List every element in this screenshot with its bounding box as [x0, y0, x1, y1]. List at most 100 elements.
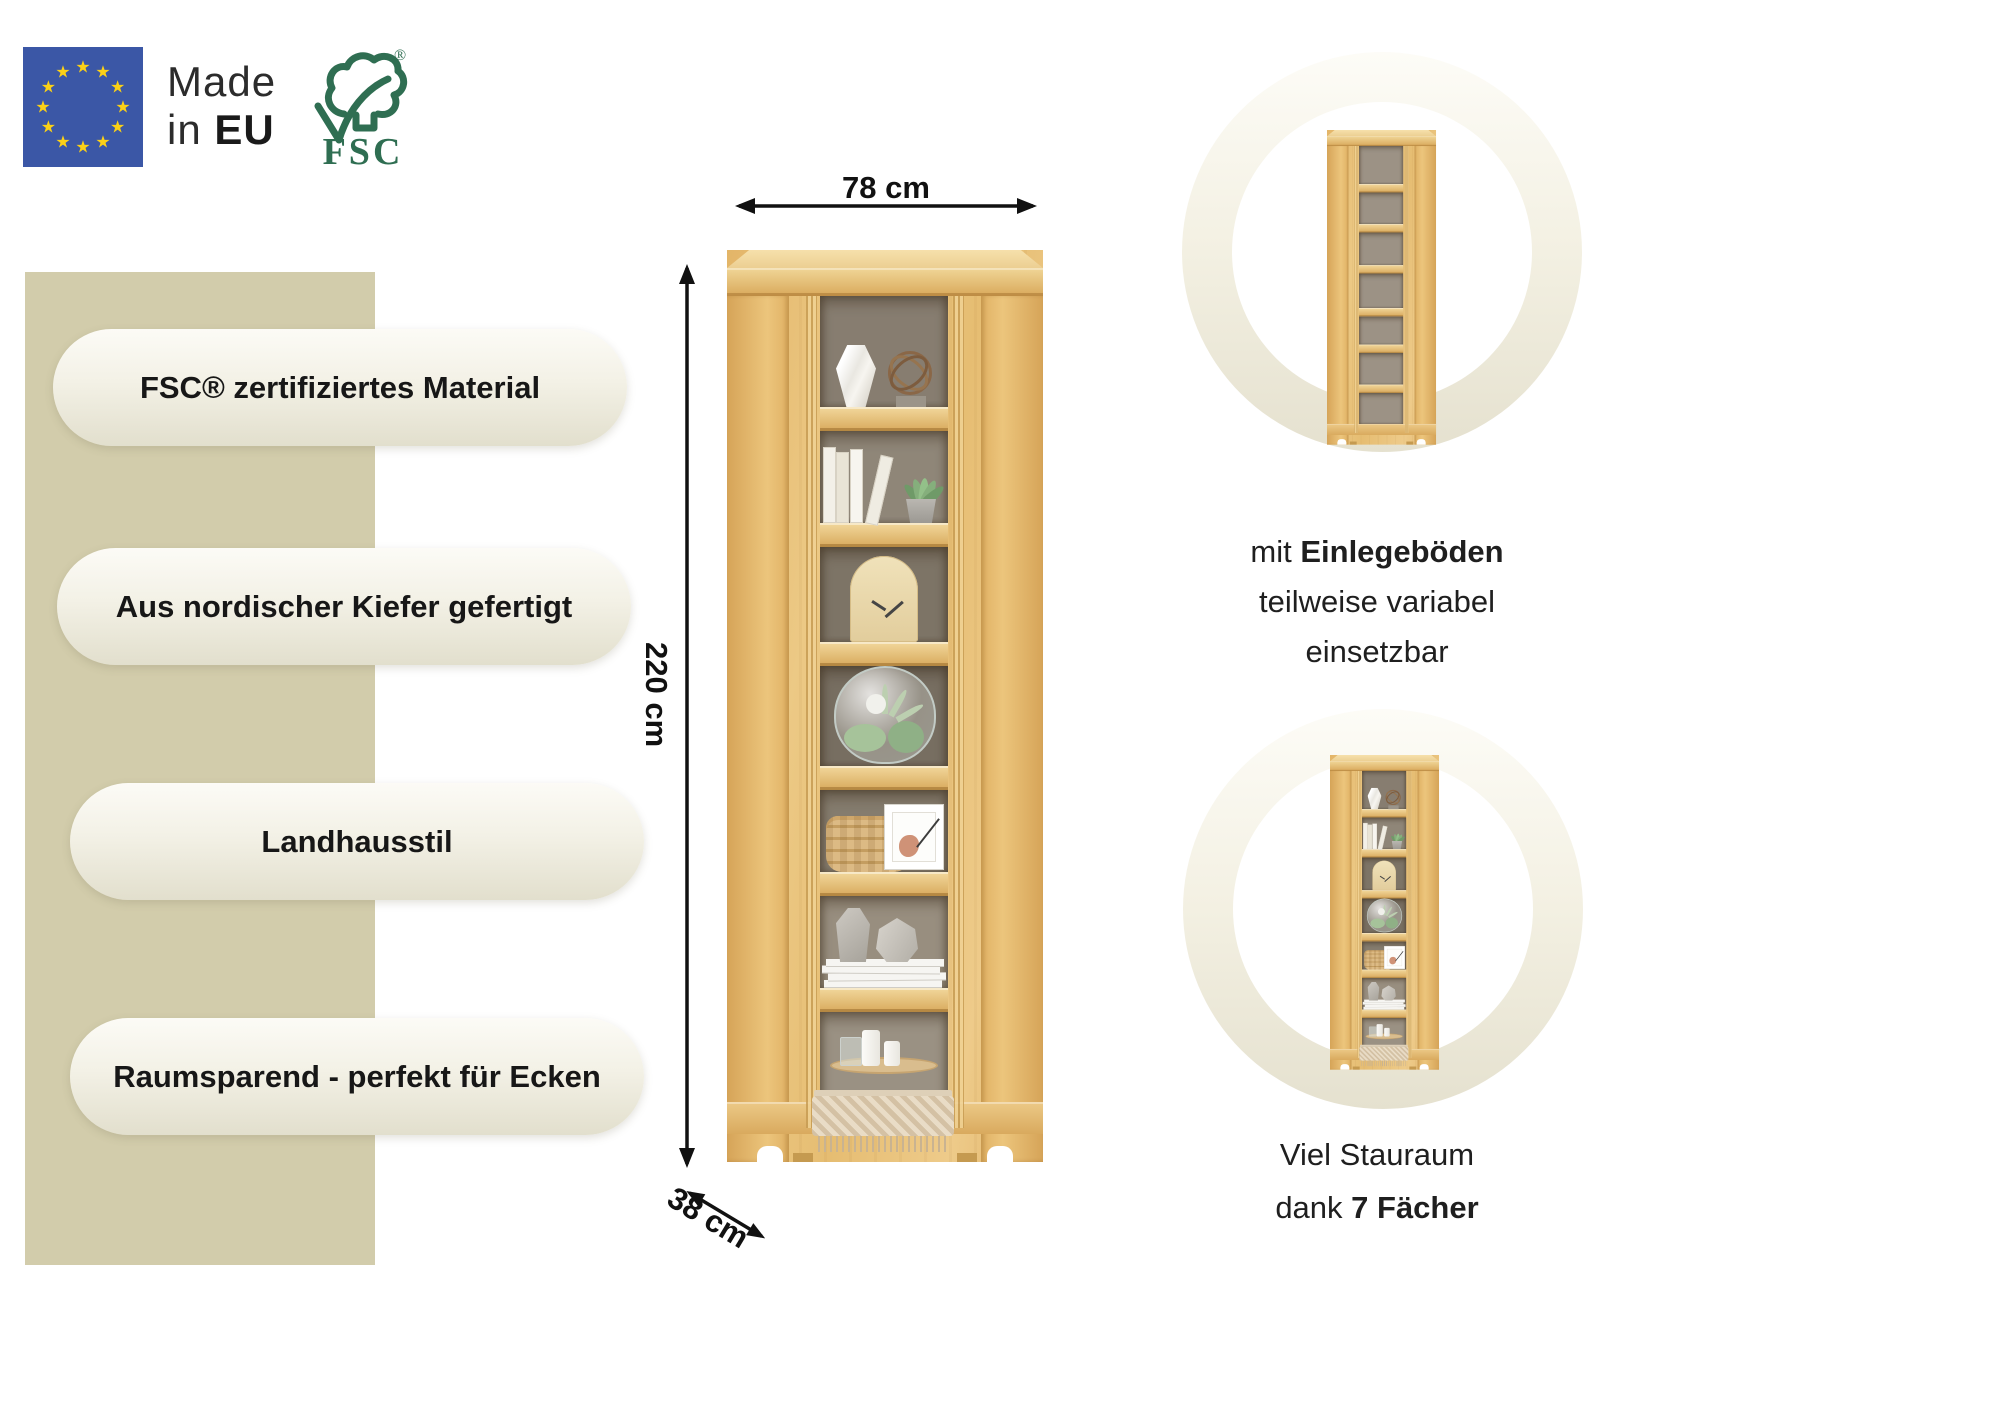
decor-picture-frame [884, 804, 944, 870]
mini-shelf-filled [1330, 755, 1440, 1070]
decor-glass [840, 1037, 862, 1066]
cabinet-crown-top [727, 250, 1043, 268]
cabinet-crown-molding [1330, 761, 1440, 771]
decor-vase [1367, 787, 1382, 810]
compartment-4 [1359, 273, 1404, 309]
fsc-tree-icon: ® FSC [314, 47, 408, 169]
shelf-column [1359, 145, 1404, 424]
decor-clock [1372, 860, 1396, 891]
cabinet-crown-molding [727, 268, 1043, 296]
compartment-3 [1362, 857, 1407, 891]
shelf-column [1359, 770, 1409, 1067]
compartment-7 [812, 1012, 954, 1152]
decor-terrarium [1366, 898, 1403, 933]
cabinet-crown-molding [1327, 136, 1437, 146]
decor-book [1363, 822, 1368, 850]
compartment-2 [1359, 192, 1404, 225]
fluted-column-left [1354, 145, 1359, 433]
eu-star-icon: ★ [110, 117, 126, 137]
decor-candle [1376, 1024, 1383, 1037]
compartment-4 [820, 666, 948, 766]
decor-book [823, 447, 836, 523]
made-in-line1: Made [167, 58, 277, 105]
compartment-6 [1359, 352, 1404, 385]
caption-stauraum: Viel Stauraum dank 7 Fächer [1275, 1137, 1479, 1225]
eu-star-icon: ★ [40, 77, 56, 97]
compartment-1 [1362, 770, 1407, 810]
cabinet-left-panel [727, 295, 789, 1162]
compartment-5 [1362, 941, 1407, 970]
feature-pill-kiefer: Aus nordischer Kiefer gefertigt [57, 548, 631, 665]
eu-star-icon: ★ [110, 77, 126, 97]
fluted-column-left [806, 296, 817, 1128]
compartment-2 [1362, 817, 1407, 851]
feature-pill-landhausstil: Landhausstil [70, 783, 644, 900]
compartment-3 [1359, 232, 1404, 266]
eu-star-icon: ★ [35, 97, 51, 117]
compartment-6 [1362, 977, 1407, 1010]
eu-flag: ★★★★★★★★★★★★ [23, 47, 143, 167]
compartment-5 [1359, 316, 1404, 345]
eu-star-icon: ★ [40, 117, 56, 137]
compartment-2 [820, 431, 948, 526]
decor-vase [836, 345, 876, 407]
fluted-column-right [1407, 770, 1412, 1058]
info-circle-shelves [1182, 52, 1582, 452]
eu-star-icon: ★ [95, 132, 111, 152]
compartment-5 [820, 790, 948, 872]
compartment-3 [820, 547, 948, 642]
depth-arrow [686, 1190, 766, 1239]
cabinet-crown-top [1330, 755, 1440, 762]
cabinet-right-panel [1414, 145, 1437, 445]
eu-star-icon: ★ [95, 62, 111, 82]
decor-magazines [824, 980, 942, 988]
cabinet-crown-top [1327, 130, 1437, 137]
compartment-4 [1362, 898, 1407, 934]
decor-blanket [1359, 1046, 1409, 1067]
compartment-1 [820, 295, 948, 407]
compartment-7 [1359, 392, 1404, 424]
decor-candle [862, 1030, 880, 1066]
product-photo-main [727, 250, 1043, 1162]
decor-picture-frame [1384, 946, 1405, 969]
decor-terrarium [834, 666, 936, 764]
made-in-eu-label: Made in EU [167, 58, 276, 154]
width-dimension-label: 78 cm [842, 170, 930, 205]
decor-stone-vase [836, 908, 870, 962]
fluted-column-right [953, 296, 964, 1128]
feature-pill-raumsparend: Raumsparend - perfekt für Ecken [70, 1018, 644, 1135]
decor-glass [1368, 1026, 1377, 1037]
compartment-7 [1359, 1017, 1409, 1067]
compartment-6 [820, 896, 948, 988]
decor-knot-sculpture [888, 351, 932, 395]
svg-text:®: ® [394, 47, 406, 64]
decor-clock [850, 556, 918, 642]
decor-stone-vase [1367, 982, 1380, 1001]
eu-star-icon: ★ [55, 132, 71, 152]
eu-star-icon: ★ [115, 97, 131, 117]
cabinet-left-panel [1327, 145, 1349, 445]
info-circle-storage [1183, 709, 1583, 1109]
cabinet-bottom-rail [1327, 423, 1437, 435]
svg-text:FSC: FSC [323, 131, 404, 169]
mini-shelf-empty [1327, 130, 1437, 445]
fluted-column-right [1404, 145, 1409, 433]
eu-star-icon: ★ [75, 57, 91, 77]
fsc-logo: ® FSC [308, 44, 418, 169]
shelf-column [812, 295, 954, 1152]
height-dimension-label: 220 cm [639, 642, 674, 748]
decor-blanket [812, 1096, 954, 1152]
cabinet-right-panel [1417, 770, 1440, 1070]
width-arrow [735, 198, 1037, 214]
eu-star-icon: ★ [75, 137, 91, 157]
cabinet-left-panel [1330, 770, 1352, 1070]
fluted-column-left [1357, 770, 1362, 1058]
decor-plant-pot [1391, 840, 1403, 850]
corner-shelf [1330, 755, 1440, 1070]
eu-star-icon: ★ [55, 62, 71, 82]
decor-plant-pot [906, 499, 936, 523]
decor-magazines [1363, 1006, 1405, 1010]
made-in-line2: in EU [167, 106, 275, 153]
caption-einlegeboeden: mit Einlegeböden teilweise variabel eins… [1250, 534, 1504, 669]
